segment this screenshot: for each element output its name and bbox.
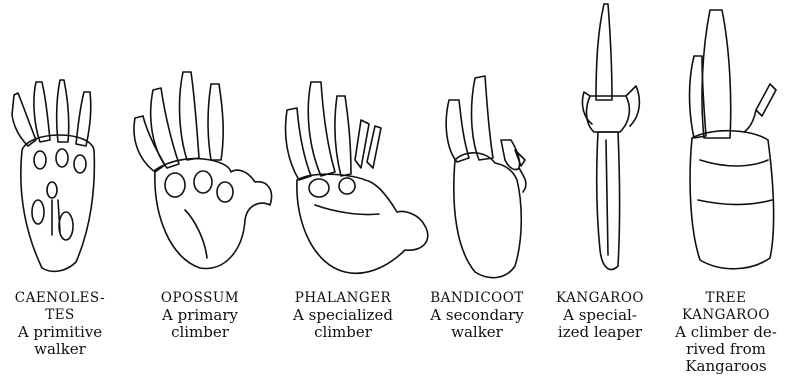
tree-kangaroo-desc-line-2: rived from: [662, 341, 790, 358]
phalanger-desc-line-1: A specialized: [268, 307, 418, 324]
tree-kangaroo-name-line-1: TREE: [662, 290, 790, 307]
kangaroo-desc-line-2: ized leaper: [540, 324, 660, 341]
tree-kangaroo-name-line-2: KANGAROO: [662, 307, 790, 324]
bandicoot-desc-line-1: A secondary: [412, 307, 542, 324]
caption-kangaroo: KANGAROO A special- ized leaper: [540, 290, 660, 341]
opossum-name-line-1: OPOSSUM: [130, 290, 270, 307]
kangaroo-name-line-1: KANGAROO: [540, 290, 660, 307]
phalanger-foot-drawing: [275, 0, 435, 285]
bandicoot-desc-line-2: walker: [412, 324, 542, 341]
bandicoot-foot-drawing: [435, 0, 545, 285]
caenolestes-desc-line-1: A primitive: [0, 324, 120, 341]
caenolestes-name-line-2: TES: [0, 307, 120, 324]
opossum-desc-line-1: A primary: [130, 307, 270, 324]
phalanger-name-line-1: PHALANGER: [268, 290, 418, 307]
tree-kangaroo-foot-drawing: [670, 0, 790, 285]
caption-opossum: OPOSSUM A primary climber: [130, 290, 270, 341]
kangaroo-foot-drawing: [560, 0, 655, 285]
tree-kangaroo-desc-line-1: A climber de-: [662, 324, 790, 341]
caption-caenolestes: CAENOLES- TES A primitive walker: [0, 290, 120, 358]
kangaroo-desc-line-1: A special-: [540, 307, 660, 324]
opossum-foot-drawing: [125, 0, 275, 285]
caption-phalanger: PHALANGER A specialized climber: [268, 290, 418, 341]
opossum-desc-line-2: climber: [130, 324, 270, 341]
caption-bandicoot: BANDICOOT A secondary walker: [412, 290, 542, 341]
bandicoot-name-line-1: BANDICOOT: [412, 290, 542, 307]
tree-kangaroo-desc-line-3: Kangaroos: [662, 358, 790, 375]
caenolestes-foot-drawing: [0, 0, 120, 285]
caenolestes-name-line-1: CAENOLES-: [0, 290, 120, 307]
caenolestes-desc-line-2: walker: [0, 341, 120, 358]
caption-tree-kangaroo: TREE KANGAROO A climber de- rived from K…: [662, 290, 790, 375]
phalanger-desc-line-2: climber: [268, 324, 418, 341]
